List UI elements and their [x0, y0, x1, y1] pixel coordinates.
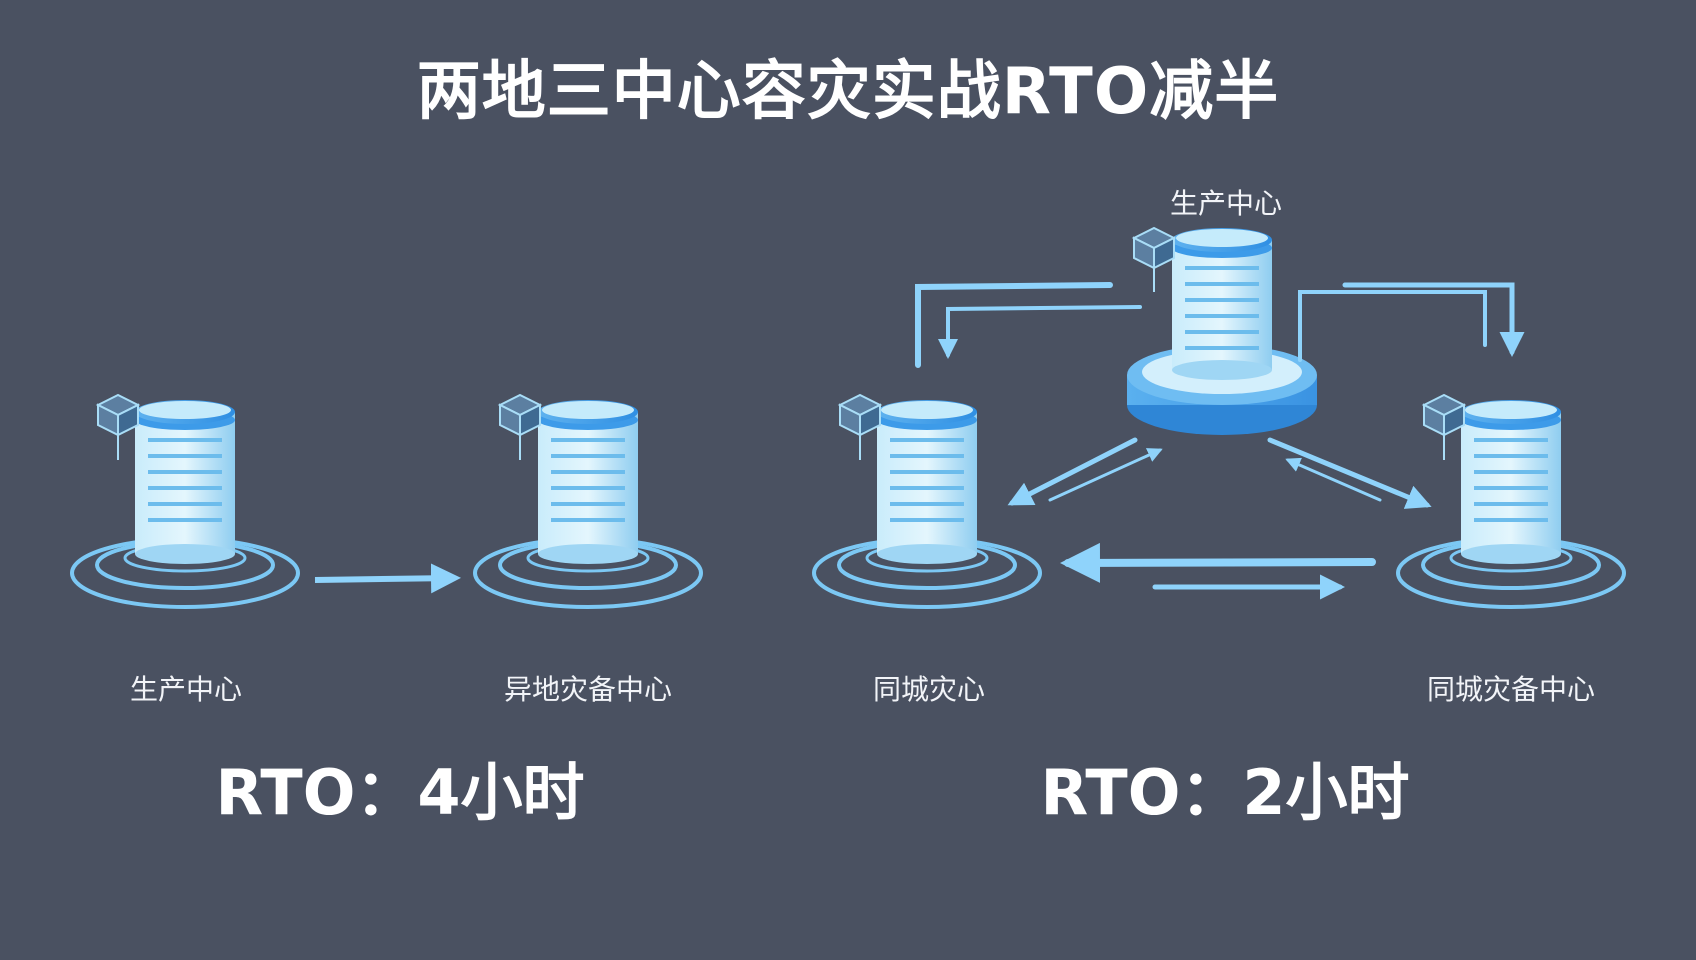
- network-cube-icon: [1421, 393, 1467, 460]
- server-node-left-production: [70, 400, 300, 609]
- network-cube-icon: [837, 393, 883, 460]
- network-cube-icon: [95, 393, 141, 460]
- server-node-left-remote-backup: [473, 400, 703, 609]
- server-node-right-production: [1127, 228, 1317, 435]
- node-label-left-production: 生产中心: [129, 673, 243, 706]
- server-node-right-same-city-backup: [1396, 400, 1626, 609]
- replication-arrow: [314, 563, 461, 594]
- page-title: 两地三中心容灾实战RTO减半: [416, 55, 1280, 129]
- server-node-right-same-city: [812, 400, 1042, 609]
- node-label-left-remote-backup: 异地灾备中心: [503, 673, 673, 706]
- network-cube-icon: [497, 393, 543, 460]
- network-cube-icon: [1131, 226, 1177, 292]
- rto-left: RTO：4小时: [215, 756, 585, 829]
- node-label-right-same-city-backup: 同城灾备中心: [1426, 673, 1596, 706]
- node-label-right-same-city: 同城灾心: [872, 673, 986, 706]
- rto-right: RTO：2小时: [1040, 756, 1410, 829]
- replication-arrows: [915, 282, 1525, 600]
- node-label-right-production: 生产中心: [1169, 187, 1283, 220]
